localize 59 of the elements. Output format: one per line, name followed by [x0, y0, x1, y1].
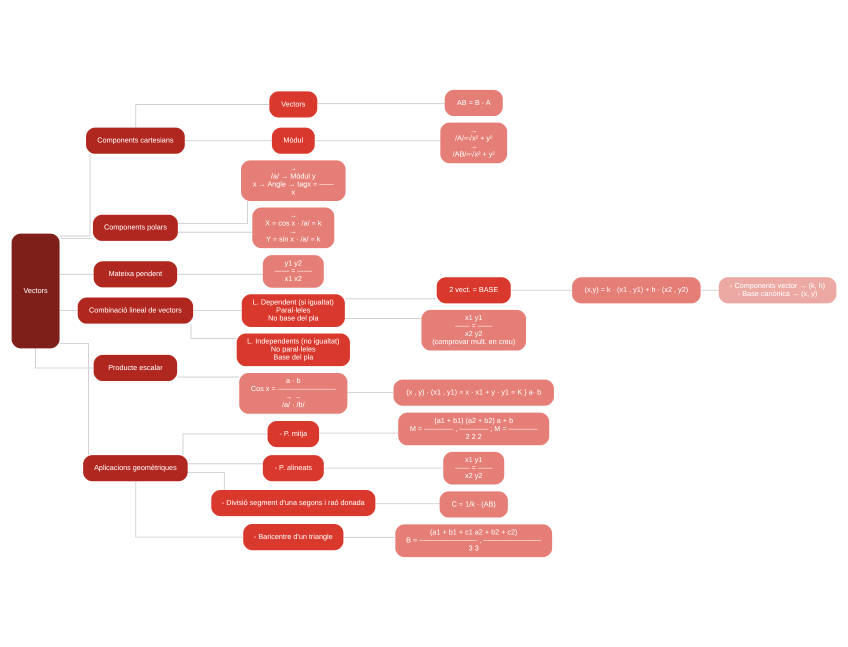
connector — [59, 238, 94, 239]
node-box: → X = cos x · /a/ = k → Y = sin x · /a/ = k — [252, 208, 334, 248]
connector — [135, 104, 270, 128]
connector — [184, 140, 272, 142]
node-box: (x , y) · (x1 , y1) = x · x1 + y · y1 = K } a· b — [394, 380, 554, 406]
node-box: x1 y1 —— = —— x2 y2 — [443, 452, 504, 484]
connector — [187, 463, 264, 464]
connector — [178, 200, 248, 224]
connector — [510, 290, 572, 291]
connector — [318, 432, 399, 434]
connector — [317, 103, 446, 104]
node-box: - P. alineats — [262, 455, 324, 482]
connector — [178, 232, 252, 233]
node-box: 2 vect. = BASE — [436, 277, 511, 304]
connector — [192, 310, 242, 312]
node-box: Components polars — [92, 214, 178, 241]
connector — [344, 318, 422, 319]
node-box: → /a/ → Mòdul y x → Angle → tagx = —— x — [241, 160, 346, 201]
connector — [135, 481, 244, 538]
connector — [344, 298, 438, 300]
node-box: a · b Cos x = ———————— → → /a/ · /b/ — [239, 373, 348, 414]
connector — [176, 376, 240, 378]
node-box: Aplicacions geomètriques — [83, 455, 188, 482]
node-box: Mateixa pendent — [94, 261, 178, 288]
connector — [59, 310, 78, 312]
node-box: (a1 + b1) (a2 + b2) a + b M = ———— , ———— ; M = ———— 2 2 2 — [398, 412, 550, 446]
node-box: y1 y2 —— = —— x1 x2 — [262, 255, 324, 288]
node-box: (x,y) = k · (x1 , y1) + h · (x2 , y2) — [572, 277, 701, 304]
node-box: AB = B - A — [444, 90, 503, 116]
connector — [324, 468, 444, 469]
node-box: Vectors — [269, 91, 318, 118]
connector — [35, 348, 94, 368]
connector — [190, 323, 237, 339]
node-box: L. Independents (no igualtat) No paral·leles Base del pla — [236, 333, 350, 366]
node-box: Components cartesians — [86, 128, 185, 154]
node-box: L. Dependent (si igualtat) Paral·leles No base del pla — [242, 294, 345, 327]
connector — [176, 274, 264, 275]
connector — [59, 343, 89, 456]
node-box: - Baricentre d'un triangle — [243, 524, 344, 550]
node-box: - Divisió segment d'una segons i raó donada — [211, 490, 376, 516]
node-box: - Components vector → (k, h) - Base canònica → (x, y) — [718, 277, 836, 304]
node-box: Producte escalar — [94, 354, 178, 382]
node-box: (a1 + b1 + c1 a2 + b2 + c2) B = ———————— , ———————— 3 3 — [395, 524, 552, 558]
node-box: Combinació lineal de vectors — [78, 298, 194, 324]
connector — [343, 536, 396, 538]
node-box: C = 1/k · (AB) — [440, 491, 508, 518]
connector — [188, 472, 225, 490]
node-box: - P. mitja — [268, 420, 320, 448]
connector — [182, 434, 268, 456]
connector — [314, 140, 441, 142]
connector — [347, 392, 394, 394]
node-box: → /A/=√x² + y² → /AB/=√x² + y² — [440, 122, 508, 164]
connector — [59, 154, 90, 236]
node-box: Vectors — [12, 234, 60, 348]
connector — [700, 290, 720, 291]
node-box: Mòdul — [272, 128, 315, 154]
connector — [375, 503, 440, 504]
node-box: x1 y1 —— = —— x2 y2 (comprovar mult. en creu) — [421, 310, 526, 351]
connector — [59, 274, 94, 275]
